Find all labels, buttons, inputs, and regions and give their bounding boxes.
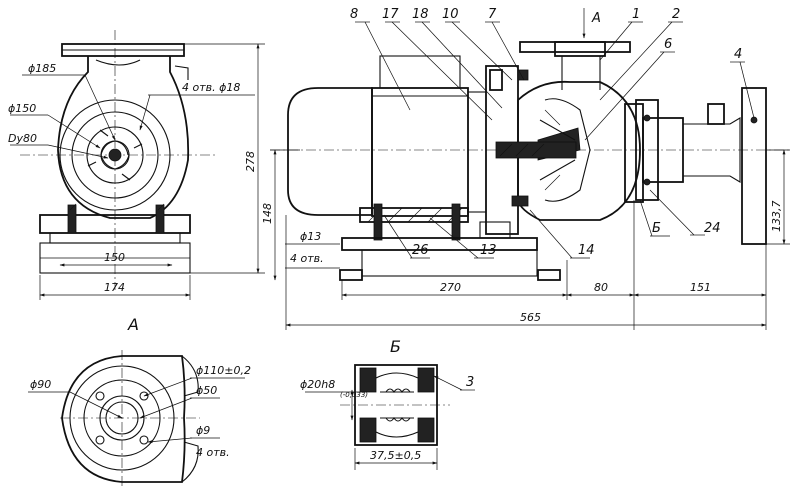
holes-label: 4 отв. ϕ18 [182,81,240,94]
dia-90-label: ϕ90 [30,378,51,391]
dim-278: 278 [244,151,257,172]
part-24: 24 [704,221,721,236]
dim-270: 270 [440,281,461,294]
length-label: 37,5±0,5 [370,449,421,462]
motor [287,55,487,217]
part-1: 1 [632,7,640,22]
bolt-holes [95,391,149,445]
part-7: 7 [488,7,497,22]
holes-label-a: 4 отв. [196,446,230,459]
detail-b: Б ϕ20h8 (-0,033) 37,5±0,5 3 [300,337,475,470]
base-frame [339,203,561,281]
dim-133-7: 133,7 [770,201,783,233]
part-2: 2 [672,7,680,22]
part-10: 10 [442,7,459,22]
part-6: 6 [664,37,672,52]
dia-9-label: ϕ9 [196,424,210,437]
shaft-dia-label: ϕ20h8 [300,378,335,391]
dim-80: 80 [594,281,608,294]
part-leaders [355,21,755,259]
part-8: 8 [350,7,358,22]
dim-150: 150 [104,251,125,264]
dia-110-label: ϕ110±0,2 [196,364,251,377]
part-4: 4 [734,47,742,62]
dim-565: 565 [520,311,541,324]
front-view: ϕ185 4 отв. ϕ18 ϕ150 Dy80 150 174 278 А [8,30,265,334]
part-26: 26 [412,243,429,258]
dim-13: ϕ13 [300,230,321,243]
view-a-title: А [127,315,139,334]
dim-151: 151 [690,281,711,294]
dy80-label: Dy80 [8,132,37,145]
foot-bolts [67,203,165,234]
detail-b-title: Б [390,337,401,356]
dia-150-label: ϕ150 [8,102,36,115]
part-14: 14 [578,243,595,258]
pump-casing [485,41,644,235]
view-a: ϕ90 ϕ110±0,2 ϕ50 ϕ9 4 отв. [28,350,251,488]
arrow-a-label: А [591,11,601,26]
shaft-tol-label: (-0,033) [340,391,368,399]
dia-50-label: ϕ50 [196,384,217,397]
dim-174: 174 [104,281,125,294]
part-3: 3 [466,375,474,390]
dia-185-label: ϕ185 [28,62,56,75]
main-view: А 8 17 18 10 7 1 2 6 4 24 14 13 26 [261,7,790,330]
seal-spring [385,388,411,422]
holes-4-label: 4 отв. [290,252,324,265]
dim-148: 148 [261,203,274,224]
suction-pipe [635,87,767,245]
part-13: 13 [480,243,497,258]
part-17: 17 [382,7,399,22]
part-18: 18 [412,7,429,22]
section-b-marker: Б [652,221,661,236]
